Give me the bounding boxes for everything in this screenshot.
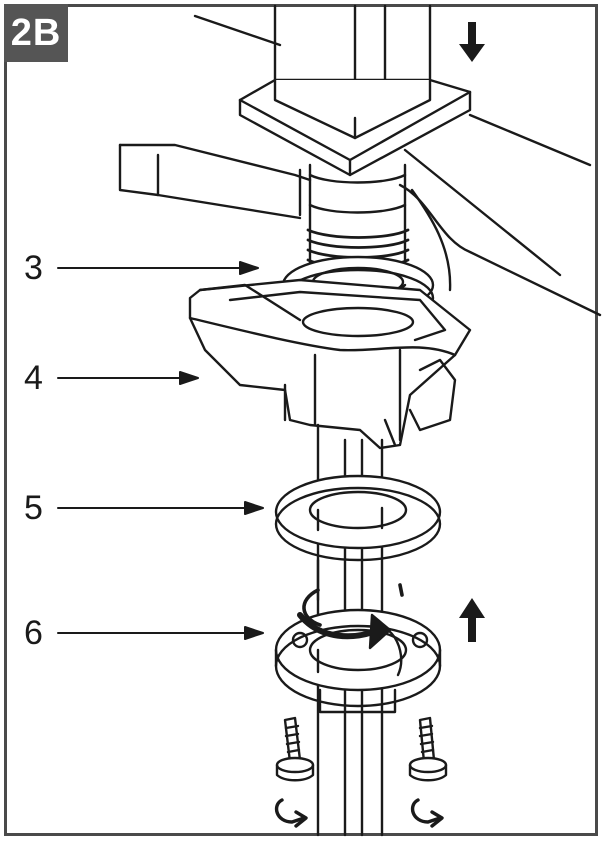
flange-nut [274, 608, 442, 714]
step-badge: 2B [4, 4, 68, 62]
arrow-up-icon [459, 598, 485, 642]
rotate-clockwise-icon [297, 583, 404, 650]
callout-label-3: 3 [24, 249, 43, 287]
callout-label-6: 6 [24, 614, 43, 652]
screw-right [408, 716, 448, 782]
mounting-plate [238, 78, 472, 177]
screw-left [275, 716, 315, 782]
callout-label-4: 4 [24, 359, 43, 397]
screw-rotate-icon [274, 798, 444, 828]
lower-washer [274, 474, 442, 562]
arrow-down-icon [459, 22, 485, 62]
bracket [188, 278, 472, 450]
worktop-lines [118, 14, 602, 317]
callout-leaders [57, 261, 264, 640]
callout-label-5: 5 [24, 489, 43, 527]
